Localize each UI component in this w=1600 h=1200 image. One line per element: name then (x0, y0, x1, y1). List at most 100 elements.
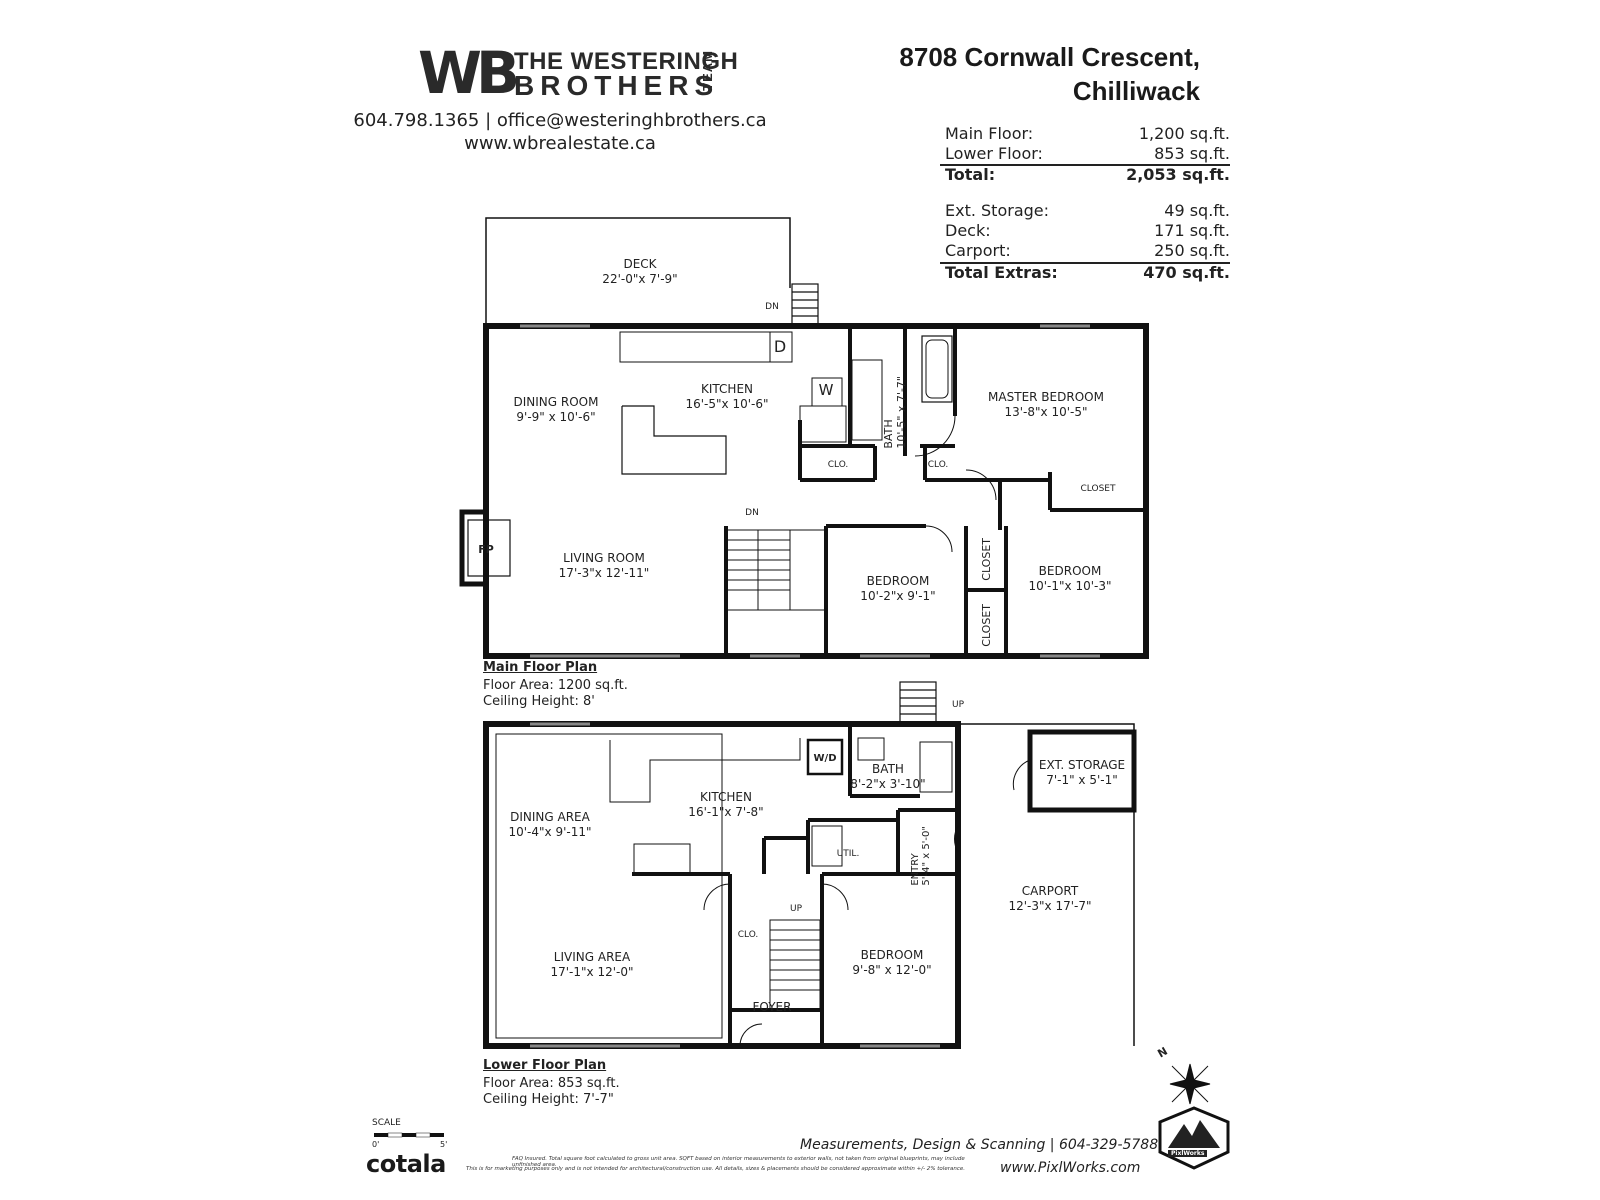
room-name: EXT. STORAGE (1038, 758, 1126, 772)
area-table-total-extras: Total Extras:470 sq.ft. (945, 263, 1230, 283)
room-name: BATH (882, 419, 895, 449)
area-total-value: 2,053 sq.ft. (1126, 165, 1230, 184)
lower-floor-area: Floor Area: 853 sq.ft. (483, 1076, 620, 1091)
area-label: Lower Floor: (945, 144, 1043, 163)
footer-website[interactable]: www.PixlWorks.com (1000, 1160, 1141, 1176)
area-label: Main Floor: (945, 124, 1034, 143)
room-name: LIVING ROOM (563, 551, 645, 565)
area-table-rule (940, 164, 1230, 166)
room-dims: 13'-8"x 10'-5" (1004, 405, 1088, 419)
room-name: LIVING AREA (553, 950, 631, 964)
cotala-logo: cotala (366, 1150, 446, 1178)
closet-label: CLO. (827, 460, 849, 470)
lower-floor-outer-wall (483, 721, 961, 1049)
kitchen-island (621, 405, 727, 475)
footer-disclaimer-1: FAQ Insured. Total square foot calculate… (512, 1156, 965, 1168)
room-name: BEDROOM (866, 574, 930, 588)
lower-stairs (769, 919, 821, 1011)
main-floor-outer-wall (483, 323, 1149, 659)
room-name: KITCHEN (699, 790, 752, 804)
room-dims: 10'-2"x 9'-1" (860, 589, 936, 603)
main-stairs (725, 529, 827, 611)
extras-total-label: Total Extras: (945, 263, 1058, 282)
dishwasher-label: D (773, 337, 787, 356)
lower-exterior-steps (899, 681, 937, 723)
washer-dryer-box (806, 738, 844, 776)
lower-floor-ceiling: Ceiling Height: 7'-7" (483, 1092, 614, 1107)
room-name: BEDROOM (860, 948, 924, 962)
room-name: KITCHEN (701, 382, 753, 396)
extra-value: 250 sq.ft. (1154, 241, 1230, 260)
lower-living-inner-line (495, 733, 723, 1039)
area-value: 853 sq.ft. (1154, 144, 1230, 163)
lower-closet-label: CLO. (737, 930, 759, 940)
room-dims: 9'-8" x 12'-0" (852, 963, 932, 977)
washer-label: W (818, 381, 834, 399)
lower-stairs-up-label: UP (789, 904, 803, 914)
kitchen-counters (619, 331, 883, 443)
main-floor-ceiling: Ceiling Height: 8' (483, 694, 595, 709)
extra-value: 171 sq.ft. (1154, 221, 1230, 240)
lower-windows (530, 722, 940, 1048)
brand-phone-email: 604.798.1365 | office@westeringhbrothers… (353, 110, 767, 131)
address-line1: 8708 Cornwall Crescent, (899, 42, 1200, 72)
area-value: 1,200 sq.ft. (1138, 124, 1230, 143)
room-dims: 5'-4" x 5'-0" (921, 826, 932, 886)
exterior-stairs-up-label: UP (951, 700, 965, 710)
deck-stairs (791, 283, 819, 325)
room-dims: 10'-4"x 9'-11" (508, 825, 592, 839)
room-label-util: UTIL. (836, 849, 860, 859)
room-dims: 9'-9" x 10'-6" (516, 410, 596, 424)
deck-stairs-down-label: DN (765, 302, 779, 312)
brand-name-line2: BROTHERS (514, 70, 720, 101)
room-dims: 8'-2"x 3'-10" (850, 777, 926, 791)
scale-bar (374, 1132, 444, 1138)
lower-counters (609, 737, 953, 875)
room-name: DECK (623, 257, 657, 271)
extra-label: Deck: (945, 221, 991, 240)
closet-label: CLO. (927, 460, 949, 470)
room-name: MASTER BEDROOM (988, 390, 1104, 404)
deck-outline (485, 217, 791, 326)
area-table-floors: Main Floor: 1,200 sq.ft. Lower Floor: 853 … (945, 124, 1230, 164)
brand-website: www.wbrealestate.ca (464, 133, 656, 154)
fireplace-wall (459, 509, 486, 587)
room-dims: 10'-5" x 7'-7" (895, 376, 908, 449)
extra-label: Carport: (945, 241, 1011, 260)
pixlworks-badge-label: PixlWorks (1168, 1150, 1208, 1157)
area-table-extras: Ext. Storage:49 sq.ft. Deck:171 sq.ft. C… (945, 201, 1230, 261)
room-dims: 12'-3"x 17'-7" (1008, 899, 1092, 913)
room-dims: 16'-5"x 10'-6" (685, 397, 769, 411)
room-dims: 17'-1"x 12'-0" (550, 965, 634, 979)
main-bathtub-inner (925, 339, 949, 399)
area-total-label: Total: (945, 165, 996, 184)
fireplace-label: FP (478, 543, 494, 556)
room-name: DINING ROOM (513, 395, 599, 409)
area-table-total: Total: 2,053 sq.ft. (945, 165, 1230, 185)
room-dims: 10'-1"x 10'-3" (1028, 579, 1112, 593)
room-dims: 17'-3"x 12'-11" (558, 566, 650, 580)
closet-label: CLOSET (980, 604, 993, 647)
main-floor-area: Floor Area: 1200 sq.ft. (483, 678, 628, 693)
closet-label: CLOSET (980, 538, 993, 581)
brand-name-line1: THE WESTERINGH (514, 48, 739, 75)
fireplace-hearth (467, 519, 511, 577)
room-label-foyer: FOYER (752, 1000, 792, 1014)
pixlworks-badge (1158, 1106, 1230, 1170)
lower-floor-title: Lower Floor Plan (483, 1058, 607, 1073)
area-row-main: Main Floor: 1,200 sq.ft. (945, 124, 1230, 144)
room-dims: 22'-0"x 7'-9" (602, 272, 678, 286)
